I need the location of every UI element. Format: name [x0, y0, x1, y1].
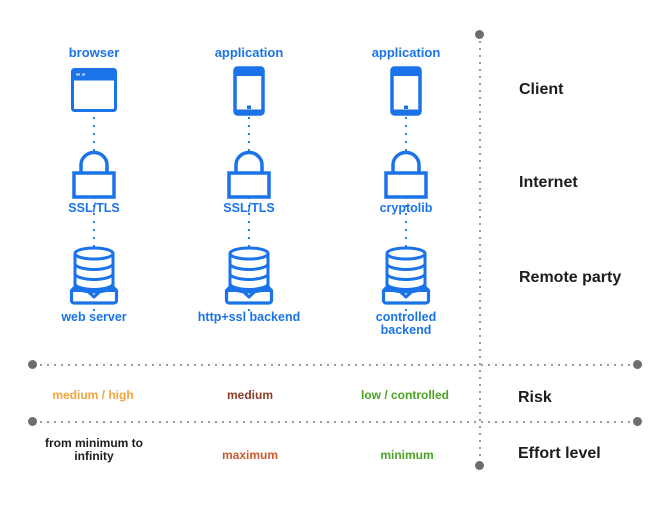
column1-connector-dotted-line — [93, 117, 95, 313]
column2-effort-value: maximum — [221, 448, 279, 462]
row-label-internet: Internet — [519, 174, 578, 191]
divider-endpoint-dot — [475, 461, 484, 470]
divider-endpoint-dot — [633, 417, 642, 426]
divider-endpoint-dot — [475, 30, 484, 39]
padlock-icon — [72, 149, 116, 204]
column1-client-label: browser — [68, 45, 120, 60]
column1-effort-value: from minimum to infinity — [45, 436, 143, 464]
column3-connector-dotted-line — [405, 117, 407, 313]
row-label-remote-party: Remote party — [519, 269, 622, 286]
column2-internet-label: SSL/TLS — [223, 201, 275, 215]
column3-effort-value: minimum — [380, 448, 434, 462]
vertical-divider-dotted-line — [479, 34, 481, 467]
column3-risk-value: low / controlled — [360, 388, 450, 402]
database-server-icon — [380, 246, 432, 311]
padlock-icon — [384, 149, 428, 204]
row-label-effort-level: Effort level — [518, 445, 601, 462]
column2-client-label: application — [214, 45, 284, 60]
column1-internet-label: SSL/TLS — [68, 201, 120, 215]
effort-row-divider-dotted-line — [33, 421, 638, 423]
divider-endpoint-dot — [633, 360, 642, 369]
column3-client-label: application — [371, 45, 441, 60]
column3-remote-label: controlled backend — [375, 310, 437, 338]
row-label-risk: Risk — [518, 389, 552, 406]
column3-internet-label: cryptolib — [379, 201, 433, 215]
risk-row-divider-dotted-line — [33, 364, 638, 366]
database-server-icon — [223, 246, 275, 311]
row-label-client: Client — [519, 81, 564, 98]
padlock-icon — [227, 149, 271, 204]
divider-endpoint-dot — [28, 417, 37, 426]
column1-risk-value: medium / high — [52, 388, 134, 402]
smartphone-icon — [233, 66, 265, 121]
column2-remote-label: http+ssl backend — [197, 310, 301, 324]
smartphone-icon — [390, 66, 422, 121]
browser-window-icon — [71, 67, 117, 118]
column2-risk-value: medium — [226, 388, 274, 402]
column2-connector-dotted-line — [248, 117, 250, 313]
divider-endpoint-dot — [28, 360, 37, 369]
column1-remote-label: web server — [61, 310, 127, 324]
database-server-icon — [68, 246, 120, 311]
